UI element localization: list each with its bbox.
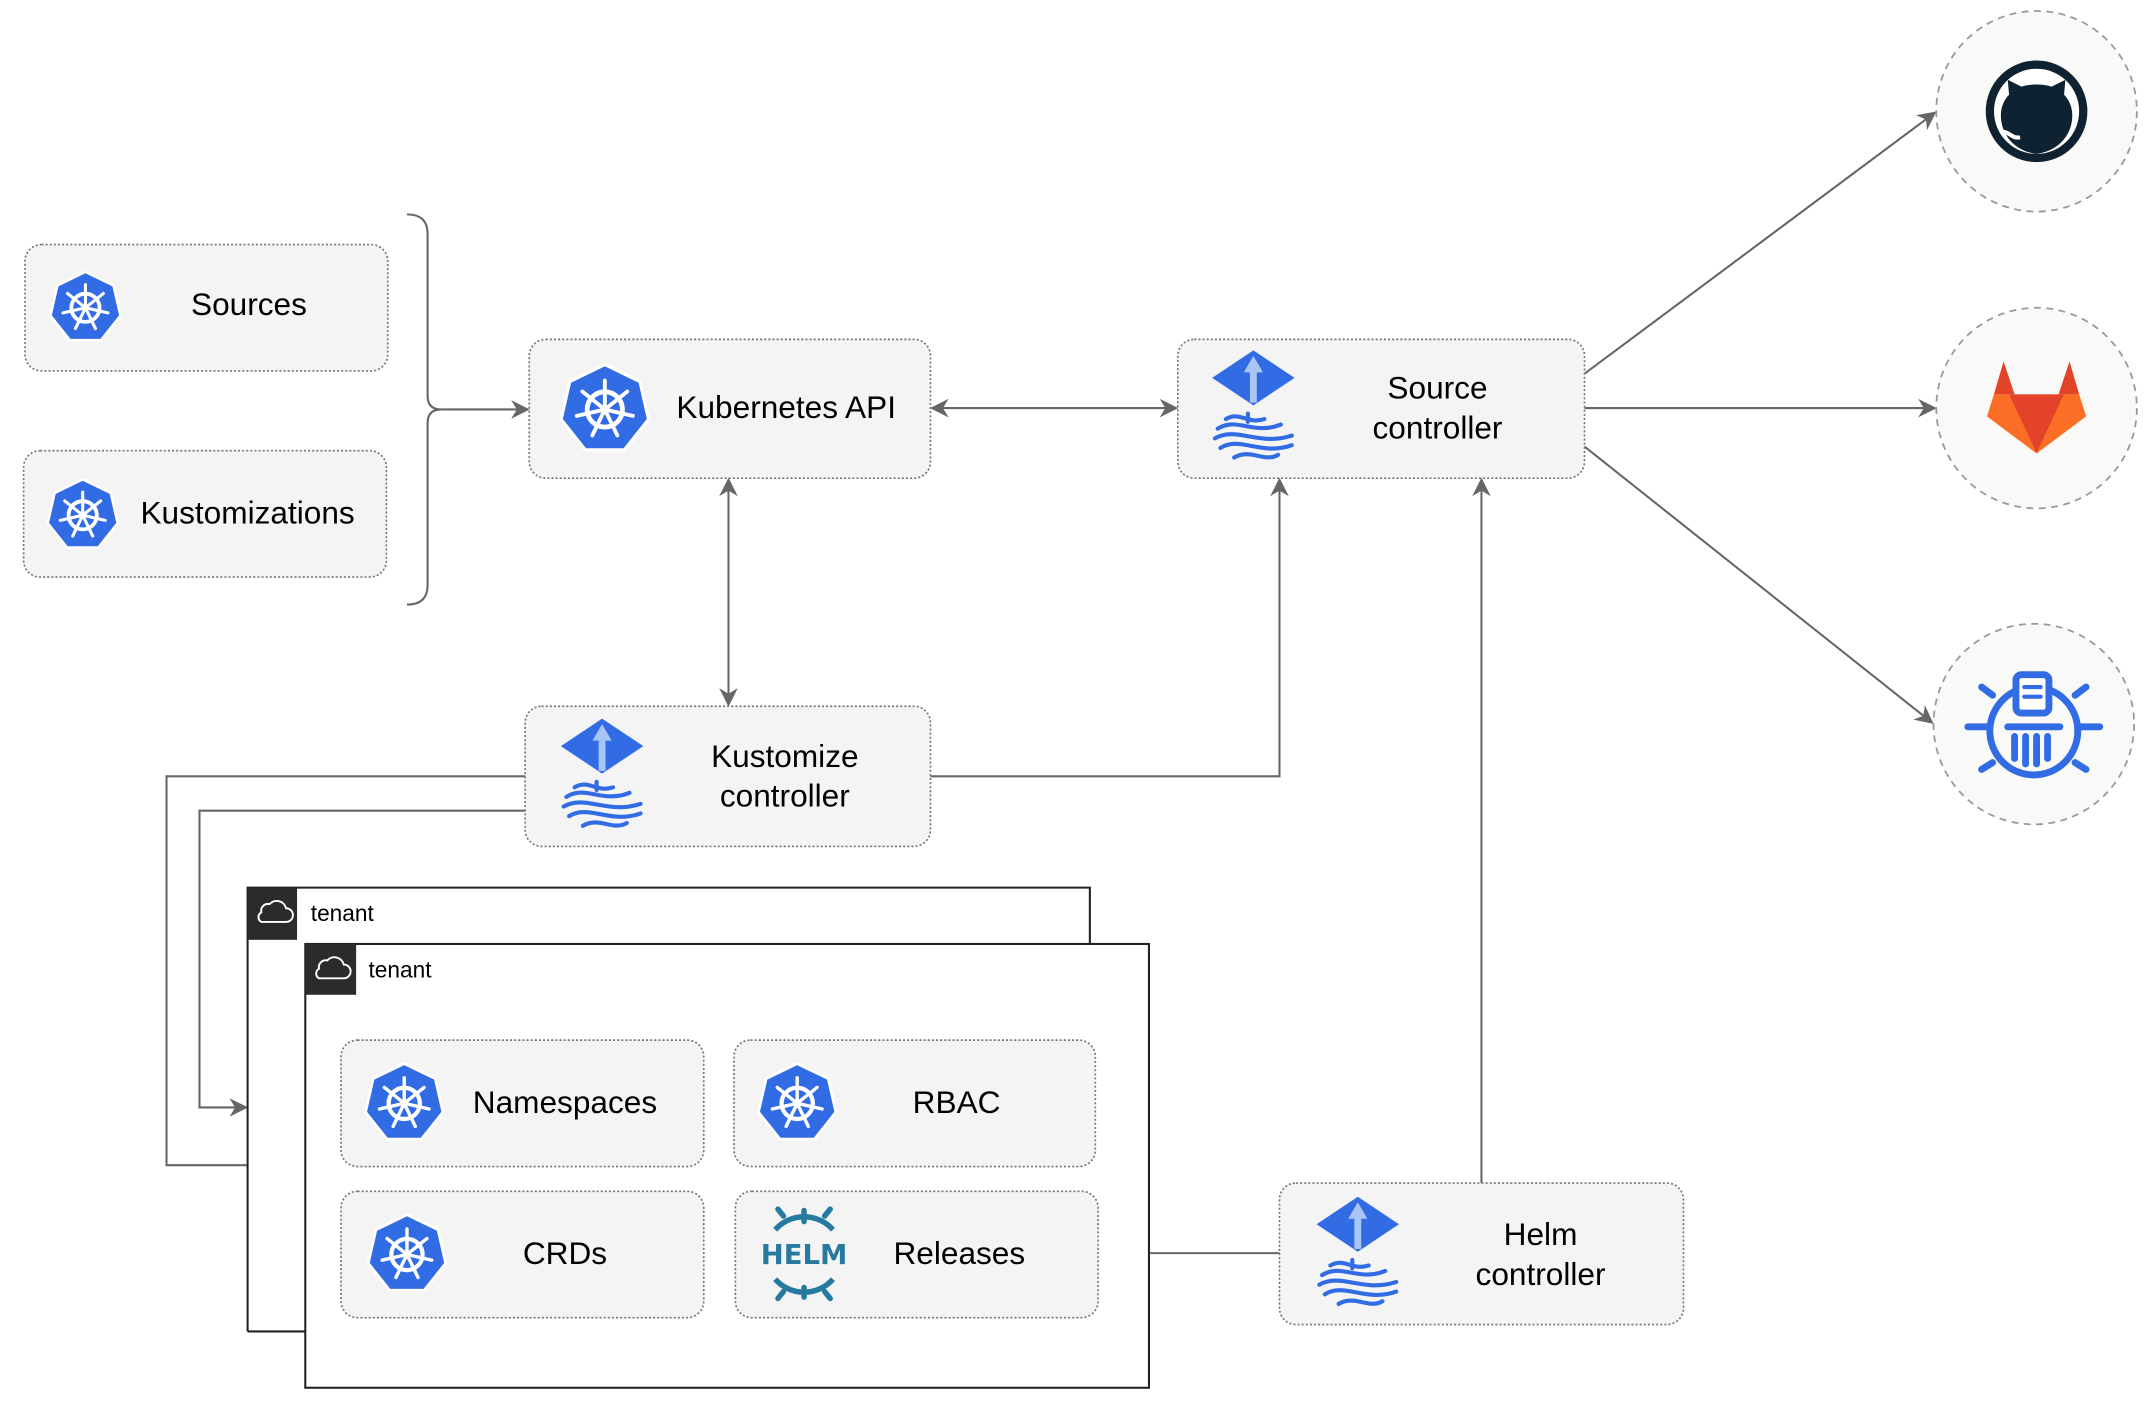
node-label: Kubernetes API bbox=[676, 389, 896, 425]
tenant-header-badge bbox=[247, 887, 298, 940]
helm-icon: HELM bbox=[761, 1206, 848, 1302]
node-label: CRDs bbox=[523, 1235, 607, 1271]
node-releases[interactable]: HELM Releases bbox=[734, 1190, 1099, 1319]
node-label: Sources bbox=[191, 286, 307, 322]
node-namespaces[interactable]: Namespaces bbox=[340, 1039, 705, 1168]
helm-logo-text: HELM bbox=[761, 1239, 848, 1271]
edge-source-to-github[interactable] bbox=[1583, 111, 1937, 375]
node-label: Releases bbox=[893, 1235, 1025, 1271]
node-kustomize-controller[interactable]: Kustomize controller bbox=[524, 705, 932, 848]
node-label-line1: Source bbox=[1387, 370, 1487, 406]
brace-connector bbox=[406, 213, 442, 606]
tenant-header-badge bbox=[305, 943, 357, 995]
artifact-repository-icon bbox=[1964, 671, 2104, 779]
node-sources[interactable]: Sources bbox=[24, 243, 389, 372]
node-label: Namespaces bbox=[473, 1084, 657, 1120]
node-crds[interactable]: CRDs bbox=[340, 1190, 705, 1319]
node-rbac[interactable]: RBAC bbox=[733, 1039, 1097, 1168]
node-label-line2: controller bbox=[1476, 1256, 1606, 1292]
cloud-icon bbox=[257, 900, 294, 923]
edge-kustomize-to-source[interactable] bbox=[930, 477, 1289, 778]
node-kustomizations[interactable]: Kustomizations bbox=[22, 449, 388, 578]
node-label-line2: controller bbox=[1373, 409, 1503, 445]
tenant-label: tenant bbox=[369, 956, 433, 982]
github-icon bbox=[1985, 60, 2088, 163]
external-artifact-repository[interactable] bbox=[1932, 622, 2136, 826]
node-helm-controller[interactable]: Helm controller bbox=[1278, 1182, 1685, 1326]
edge-source-to-artifact-repo[interactable] bbox=[1583, 445, 1934, 724]
node-source-controller[interactable]: Source controller bbox=[1176, 338, 1586, 479]
node-kubernetes-api[interactable]: Kubernetes API bbox=[528, 338, 932, 479]
node-label: RBAC bbox=[913, 1084, 1001, 1120]
external-github[interactable] bbox=[1935, 10, 2138, 213]
node-label-line1: Helm bbox=[1504, 1216, 1578, 1252]
gitlab-icon bbox=[1987, 361, 2087, 454]
tenant-label: tenant bbox=[311, 900, 375, 926]
node-label: Kustomizations bbox=[140, 495, 354, 531]
edge-kustomize-to-tenant-back[interactable] bbox=[198, 809, 526, 1117]
edge-kustomize-to-tenant-front[interactable] bbox=[165, 775, 526, 1175]
cloud-icon bbox=[315, 956, 352, 980]
node-label-line2: controller bbox=[720, 778, 850, 814]
node-label-line1: Kustomize bbox=[711, 738, 858, 774]
external-gitlab[interactable] bbox=[1935, 306, 2138, 510]
